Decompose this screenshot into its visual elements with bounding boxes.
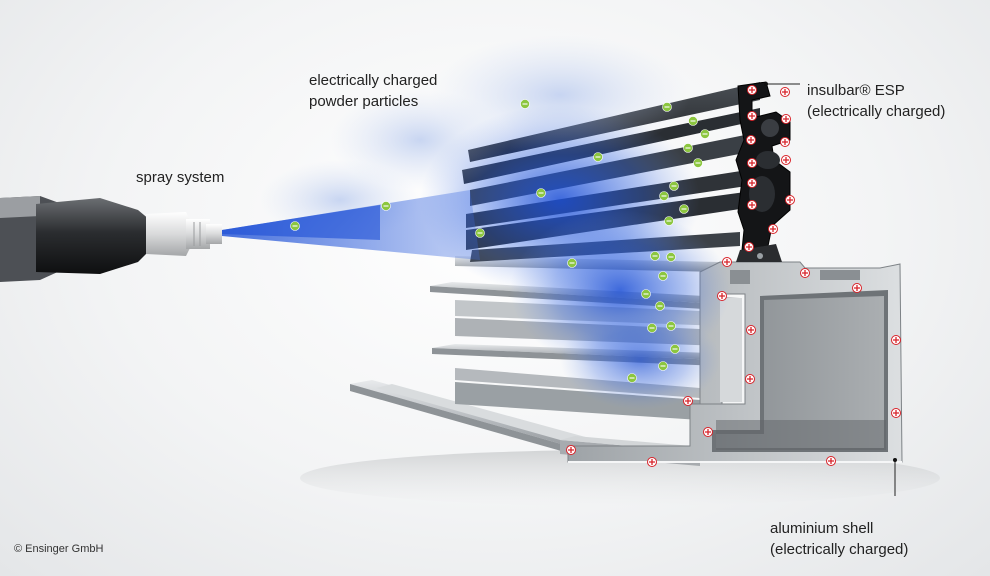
negative-particle-icon (656, 302, 665, 311)
positive-charge-icon (747, 326, 756, 335)
negative-particle-icon (382, 202, 391, 211)
positive-charge-icon (769, 225, 778, 234)
positive-charge-icon (892, 336, 901, 345)
positive-charge-icon (748, 112, 757, 121)
label-shell-line2: (electrically charged) (770, 539, 908, 560)
negative-particle-icon (680, 205, 689, 214)
negative-particle-icon (671, 345, 680, 354)
negative-particle-icon (594, 153, 603, 162)
label-aluminium-shell: aluminium shell (electrically charged) (770, 518, 908, 560)
label-shell-line1: aluminium shell (770, 518, 908, 539)
positive-charge-icon (567, 446, 576, 455)
negative-particle-icon (476, 229, 485, 238)
label-spray-system-text: spray system (136, 167, 224, 188)
negative-particle-icon (648, 324, 657, 333)
label-insulbar-line1: insulbar® ESP (807, 80, 945, 101)
negative-particle-icon (628, 374, 637, 383)
positive-charge-icon (704, 428, 713, 437)
negative-particle-icon (537, 189, 546, 198)
negative-particle-icon (701, 130, 710, 139)
negative-particle-icon (694, 159, 703, 168)
negative-particle-icon (663, 103, 672, 112)
positive-charge-icon (827, 457, 836, 466)
negative-particle-icon (568, 259, 577, 268)
positive-charge-icon (748, 159, 757, 168)
copyright-notice: © Ensinger GmbH (14, 543, 103, 555)
positive-charge-icon (782, 156, 791, 165)
spray-gun-icon (0, 196, 222, 282)
positive-charge-icon (786, 196, 795, 205)
positive-charge-icon (781, 88, 790, 97)
negative-particle-icon (642, 290, 651, 299)
positive-charge-icon (748, 201, 757, 210)
leader-dot-insulbar (764, 82, 768, 86)
negative-particle-icon (684, 144, 693, 153)
label-insulbar-esp: insulbar® ESP (electrically charged) (807, 80, 945, 122)
negative-particle-icon (689, 117, 698, 126)
negative-particle-icon (660, 192, 669, 201)
negative-particle-icon (659, 362, 668, 371)
positive-charge-icon (892, 409, 901, 418)
negative-particle-icon (670, 182, 679, 191)
label-powder-line2: powder particles (309, 91, 437, 112)
positive-charge-icon (782, 115, 791, 124)
label-powder-particles: electrically charged powder particles (309, 70, 437, 112)
leader-dot-shell (893, 458, 897, 462)
positive-charge-icon (648, 458, 657, 467)
positive-charge-icon (684, 397, 693, 406)
positive-charge-icon (747, 136, 756, 145)
label-powder-line1: electrically charged (309, 70, 437, 91)
positive-charge-icon (748, 179, 757, 188)
negative-particle-icon (667, 322, 676, 331)
negative-particle-icon (291, 222, 300, 231)
negative-particle-icon (521, 100, 530, 109)
label-insulbar-line2: (electrically charged) (807, 101, 945, 122)
negative-particle-icon (667, 253, 676, 262)
positive-charge-icon (718, 292, 727, 301)
positive-charge-icon (723, 258, 732, 267)
positive-charge-icon (748, 86, 757, 95)
positive-charge-icon (745, 243, 754, 252)
label-spray-system: spray system (136, 167, 224, 188)
negative-particle-icon (651, 252, 660, 261)
positive-charge-icon (801, 269, 810, 278)
positive-charge-icon (781, 138, 790, 147)
positive-charge-icon (853, 284, 862, 293)
negative-particle-icon (665, 217, 674, 226)
negative-particle-icon (659, 272, 668, 281)
positive-charge-icon (746, 375, 755, 384)
